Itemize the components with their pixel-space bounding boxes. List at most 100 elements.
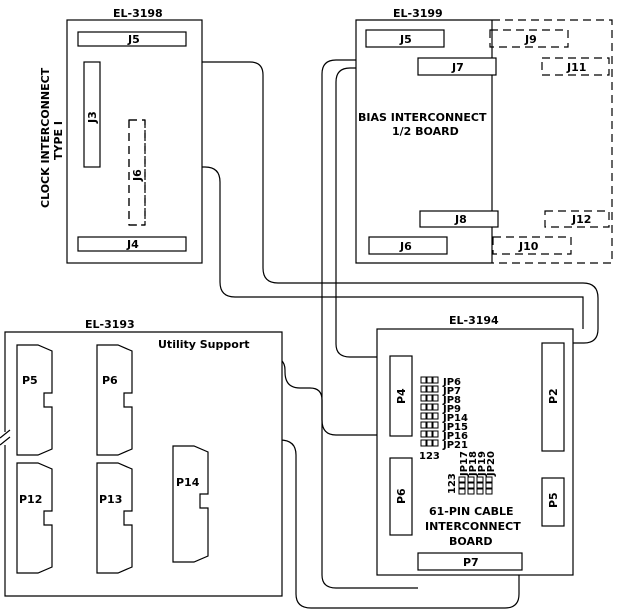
cable-utility-p6-a <box>133 356 418 589</box>
connector-p6-utility <box>96 344 133 456</box>
connector-j11-bias-label: J11 <box>566 61 586 74</box>
connector-j11-bias <box>541 57 610 76</box>
jumper-jp14: JP14 <box>442 413 468 424</box>
jumper-jp19: JP19 <box>477 451 488 477</box>
jumper-jp16: JP16 <box>442 431 468 442</box>
board-el-3194: EL-3194 P4 P2 P6 P5 P7 JP6 JP7 JP8 JP9 J… <box>376 314 574 576</box>
jumper-pin <box>420 385 427 393</box>
board-el-3199: EL-3199 J5 J9 J7 J11 BIAS INTERCONNECT 1… <box>355 7 613 264</box>
jumper-jp8: JP8 <box>442 395 461 406</box>
connector-j6-bias-label: J6 <box>399 240 412 253</box>
board-el-3198: EL-3198 J5 J3 J6 J4 CLOCK INTERCONNECT T… <box>39 7 203 264</box>
connector-j4-clock-label: J4 <box>126 238 139 251</box>
connector-p13-utility-label: P13 <box>99 493 122 506</box>
jumper-pin <box>426 430 433 438</box>
jumper-pin <box>458 476 466 483</box>
board-title-cable-line1: 61-PIN CABLE <box>429 505 514 518</box>
connector-p5-utility-label: P5 <box>22 374 38 387</box>
cable-clock-j3-b <box>100 166 584 329</box>
jumper-pin <box>476 482 484 489</box>
board-id-el-3198: EL-3198 <box>113 7 163 20</box>
connector-j5-bias-label: J5 <box>399 33 412 46</box>
board-title-clock-line1: CLOCK INTERCONNECT <box>39 67 52 208</box>
cable-clock-j3 <box>100 61 599 344</box>
connector-j6-bias <box>368 236 448 255</box>
cable-utility-p6-b <box>133 439 520 609</box>
connector-p6-utility-label: P6 <box>102 374 118 387</box>
jumper-pin <box>476 488 484 495</box>
board-title-clock-line2: TYPE I <box>52 121 65 160</box>
board-title-cable-line2: INTERCONNECT <box>425 520 521 533</box>
board-id-el-3199: EL-3199 <box>393 7 443 20</box>
jumper-pin <box>426 394 433 402</box>
connector-j9-bias-label: J9 <box>524 33 537 46</box>
board-title-utility: Utility Support <box>158 338 250 351</box>
connector-j6-clock-dashes <box>128 119 146 226</box>
jumper-pin <box>467 488 475 495</box>
jumper-jp17: JP17 <box>459 451 470 477</box>
connector-p2-cable-label: P2 <box>547 388 560 404</box>
jumper-pin <box>458 488 466 495</box>
connector-j5-clock-label: J5 <box>127 33 140 46</box>
connector-j7-bias <box>417 57 497 76</box>
jumper-block-a: JP6 JP7 JP8 JP9 JP14 JP15 JP16 JP21 123 <box>419 376 468 462</box>
jumper-pin <box>432 376 439 384</box>
connector-p5-utility <box>16 344 53 456</box>
jumper-pin <box>458 482 466 489</box>
connector-j6-clock-label: J6 <box>131 169 144 182</box>
jumper-pin <box>485 482 493 489</box>
board-outline-bias-dashed <box>492 19 613 264</box>
connector-p13-utility <box>96 462 133 574</box>
jumper-block-a-pins <box>420 376 439 447</box>
jumper-pin <box>426 439 433 447</box>
board-el-3193: EL-3193 Utility Support P5 P6 P12 P13 P1… <box>0 318 283 597</box>
connector-j5-bias <box>365 29 445 48</box>
connector-j3-clock-label: J3 <box>86 111 99 124</box>
jumper-jp21: JP21 <box>442 440 468 451</box>
jumper-jp6: JP6 <box>442 377 461 388</box>
jumper-jp15: JP15 <box>442 422 468 433</box>
jumper-pin <box>432 385 439 393</box>
jumper-pin <box>426 403 433 411</box>
connector-p6-cable <box>389 457 413 536</box>
board-title-bias-line1: BIAS INTERCONNECT <box>358 111 487 124</box>
jumper-pin <box>467 476 475 483</box>
connector-p14-utility-label: P14 <box>176 476 200 489</box>
jumper-pin <box>420 376 427 384</box>
jumper-pin <box>432 421 439 429</box>
jumper-pin <box>432 439 439 447</box>
jumper-block-b-pin-label: 123 <box>447 473 458 494</box>
jumper-pin <box>426 376 433 384</box>
jumper-pin <box>420 394 427 402</box>
connector-p12-utility-label: P12 <box>19 493 42 506</box>
connector-p5-cable-label: P5 <box>547 492 560 508</box>
connector-j12-bias <box>544 210 610 228</box>
connector-j10-bias <box>492 236 572 255</box>
jumper-pin <box>426 412 433 420</box>
jumper-pin <box>467 482 475 489</box>
jumper-pin <box>485 488 493 495</box>
connector-j12-bias-label: J12 <box>571 213 591 226</box>
board-id-el-3193: EL-3193 <box>85 318 135 331</box>
connector-j9-bias <box>489 29 569 48</box>
jumper-block-b: JP17 JP18 JP19 JP20 123 <box>447 451 497 495</box>
jumper-pin <box>432 412 439 420</box>
board-id-el-3194: EL-3194 <box>449 314 499 327</box>
connector-p14-utility <box>172 445 209 563</box>
jumper-pin <box>426 385 433 393</box>
board-break-mark <box>0 429 11 446</box>
jumper-jp18: JP18 <box>468 451 479 477</box>
jumper-pin <box>420 421 427 429</box>
jumper-pin <box>420 430 427 438</box>
jumper-pin <box>426 421 433 429</box>
connector-j10-bias-label: J10 <box>518 240 539 253</box>
jumper-pin <box>432 430 439 438</box>
board-outline-bias-solid <box>355 19 492 264</box>
connector-p7-cable-label: P7 <box>463 556 479 569</box>
connector-j3-clock <box>83 61 101 168</box>
jumper-pin <box>420 403 427 411</box>
jumper-block-b-pins <box>458 476 493 495</box>
jumper-pin <box>420 412 427 420</box>
jumper-pin <box>485 476 493 483</box>
